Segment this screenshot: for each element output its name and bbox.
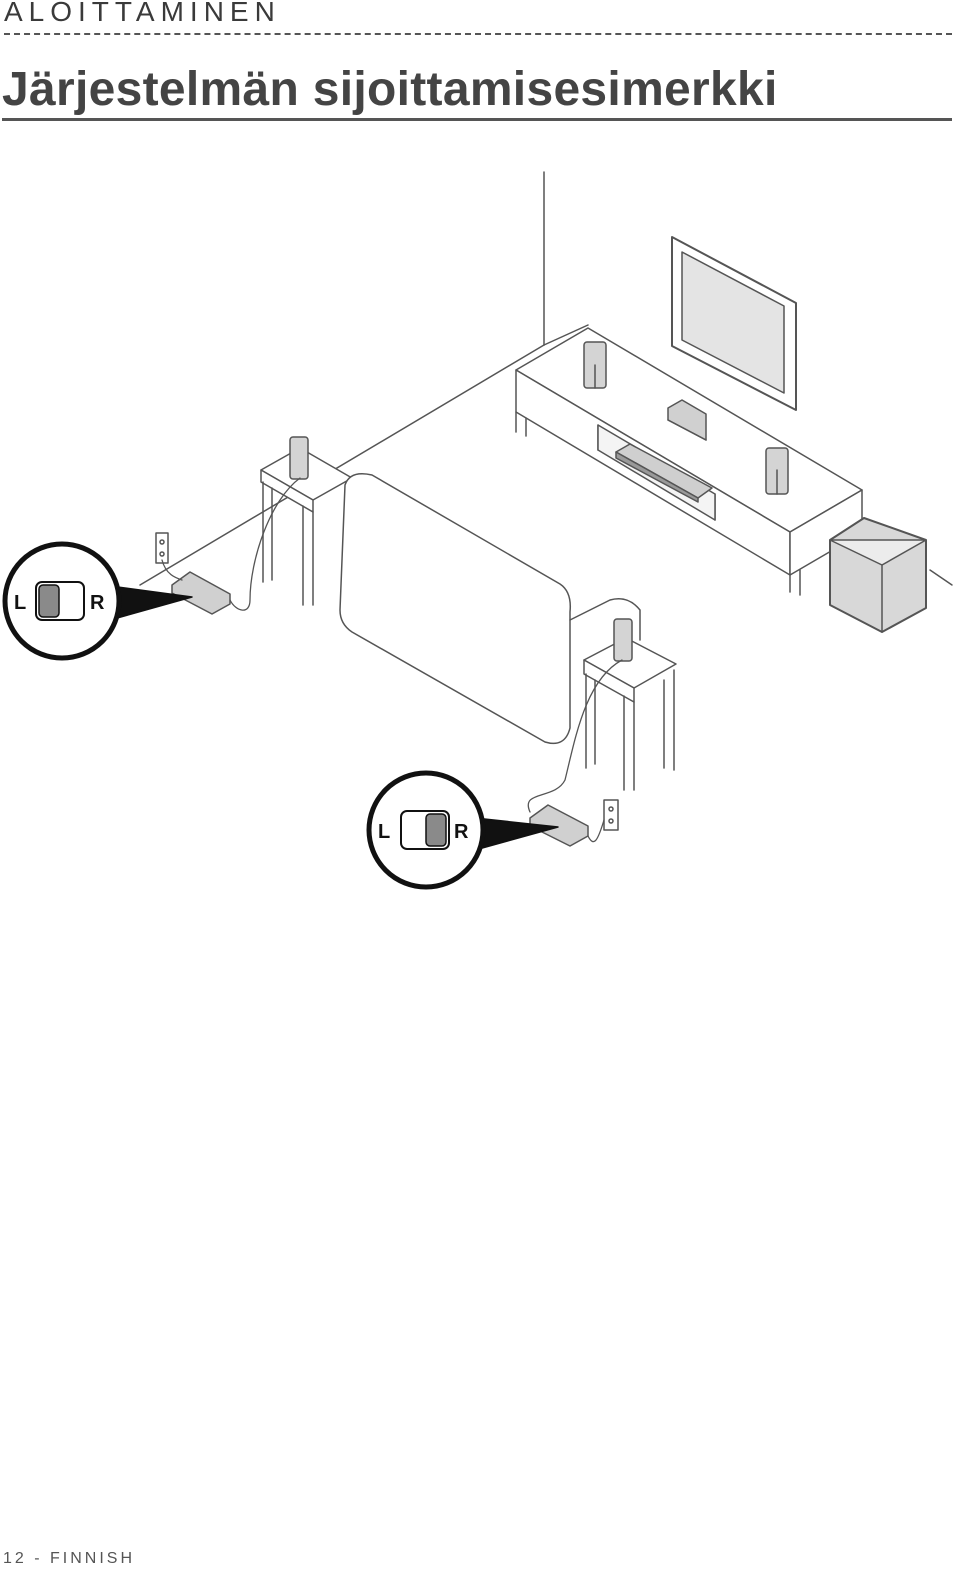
front-left-speaker-icon xyxy=(583,341,607,389)
right-switch-callout xyxy=(366,770,559,890)
title-underline xyxy=(2,118,952,121)
page-number: 12 xyxy=(3,1550,27,1567)
page-footer: 12 - FINNISH xyxy=(3,1550,135,1568)
right-callout-R-label: R xyxy=(454,821,469,843)
dashed-divider xyxy=(4,33,952,35)
left-switch-callout xyxy=(2,541,193,661)
right-side-table xyxy=(583,637,677,791)
subwoofer-icon xyxy=(829,517,927,633)
wall-outlet-left-icon xyxy=(155,532,169,564)
left-receiver-icon xyxy=(171,571,231,615)
section-label: ALOITTAMINEN xyxy=(4,0,281,27)
left-callout-L-label: L xyxy=(14,592,26,614)
front-right-speaker-icon xyxy=(765,447,789,495)
footer-language: FINNISH xyxy=(50,1550,136,1567)
tv-icon xyxy=(671,236,797,411)
sofa xyxy=(339,473,641,745)
system-placement-illustration: L R L R xyxy=(2,171,953,890)
soundbar-icon xyxy=(615,443,713,503)
left-callout-R-label: R xyxy=(90,592,105,614)
rear-left-speaker-icon xyxy=(289,436,309,480)
center-speaker-icon xyxy=(667,399,707,441)
footer-separator: - xyxy=(34,1550,43,1567)
speaker-cables xyxy=(161,477,623,843)
wall-outlet-right-icon xyxy=(603,799,619,831)
right-callout-L-label: L xyxy=(378,821,390,843)
page-title: Järjestelmän sijoittamisesimerkki xyxy=(2,63,778,116)
media-console xyxy=(515,327,863,596)
room-outline xyxy=(139,171,953,586)
rear-right-speaker-icon xyxy=(613,618,633,662)
